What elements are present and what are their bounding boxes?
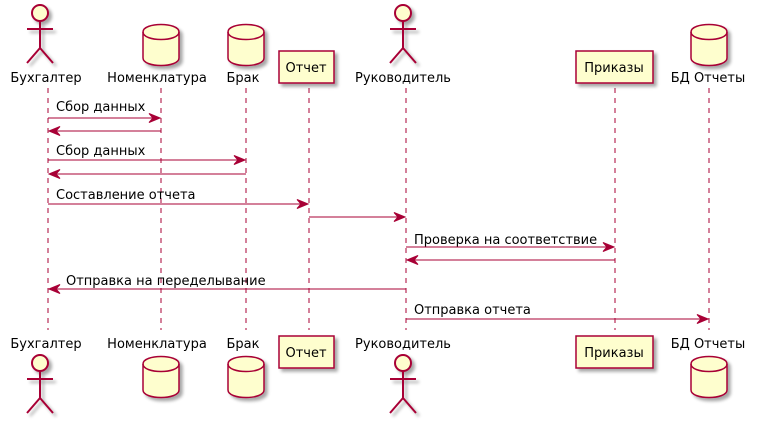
lifelines xyxy=(47,88,710,330)
message-6 xyxy=(309,212,407,222)
participant-label: Брак xyxy=(227,71,260,86)
message-label: Проверка на соответствие xyxy=(414,233,597,248)
participant-label: Бухгалтер xyxy=(10,71,81,86)
participant-label: Приказы xyxy=(584,61,643,76)
participant-otchet-bottom: Отчет xyxy=(278,335,335,369)
message-label: Отправка на переделывание xyxy=(66,274,266,289)
participant-label: Брак xyxy=(227,337,260,352)
arrow-head xyxy=(47,284,61,294)
arrow-head xyxy=(233,155,247,165)
participant-box xyxy=(575,335,654,369)
message-label: Сбор данных xyxy=(56,144,146,159)
database-icon xyxy=(227,355,265,399)
participant-otchet-top: Отчет xyxy=(278,50,335,84)
participant-bd-bottom: БД Отчеты xyxy=(671,337,746,399)
participant-buh-top: Бухгалтер xyxy=(10,4,82,86)
participant-label: Отчет xyxy=(285,346,326,361)
message-label: Отправка отчета xyxy=(414,303,531,318)
participant-ruk-top: Руководитель xyxy=(355,4,451,86)
participant-label: БД Отчеты xyxy=(671,337,746,352)
message-5: Составление отчета xyxy=(48,188,310,209)
message-4-return xyxy=(47,169,246,179)
message-label: Составление отчета xyxy=(56,188,196,203)
message-2-return xyxy=(47,126,161,136)
participant-label: Номенклатура xyxy=(107,71,207,86)
message-8-return xyxy=(405,255,615,265)
participant-label: Бухгалтер xyxy=(10,337,81,352)
participant-box xyxy=(278,50,335,84)
participant-label: Руководитель xyxy=(355,337,451,352)
database-icon xyxy=(690,355,728,399)
participant-brak-bottom: Брак xyxy=(227,337,265,399)
participant-label: Руководитель xyxy=(355,71,451,86)
arrow-head xyxy=(47,169,61,179)
participant-bd-top: БД Отчеты xyxy=(671,23,746,86)
participant-nomen-bottom: Номенклатура xyxy=(107,337,207,399)
participant-nomen-top: Номенклатура xyxy=(107,23,207,86)
participant-box xyxy=(278,335,335,369)
arrow-head xyxy=(696,314,710,324)
participant-ruk-bottom: Руководитель xyxy=(355,337,451,414)
participant-label: Отчет xyxy=(285,61,326,76)
arrow-head xyxy=(296,199,310,209)
participant-buh-bottom: Бухгалтер xyxy=(10,337,82,414)
message-7: Проверка на соответствие xyxy=(406,233,616,252)
message-10: Отправка отчета xyxy=(406,303,710,324)
participant-label: Номенклатура xyxy=(107,337,207,352)
message-9: Отправка на переделывание xyxy=(47,274,406,294)
arrow-head xyxy=(602,242,616,252)
participant-label: Приказы xyxy=(584,346,643,361)
database-icon xyxy=(227,23,265,67)
arrow-head xyxy=(405,255,419,265)
message-3: Сбор данных xyxy=(48,144,247,165)
arrow-head xyxy=(148,113,162,123)
message-label: Сбор данных xyxy=(56,100,146,115)
participant-brak-top: Брак xyxy=(227,23,265,86)
participant-prikazy-top: Приказы xyxy=(575,50,654,84)
arrow-head xyxy=(47,126,61,136)
actor-icon xyxy=(389,4,417,64)
database-icon xyxy=(142,355,180,399)
database-icon xyxy=(142,23,180,67)
arrow-head xyxy=(393,212,407,222)
participant-box xyxy=(575,50,654,84)
participant-label: БД Отчеты xyxy=(671,71,746,86)
actor-icon xyxy=(26,4,54,64)
actor-icon xyxy=(389,354,417,414)
participant-prikazy-bottom: Приказы xyxy=(575,335,654,369)
database-icon xyxy=(690,23,728,67)
message-1: Сбор данных xyxy=(48,100,162,123)
actor-icon xyxy=(26,354,54,414)
